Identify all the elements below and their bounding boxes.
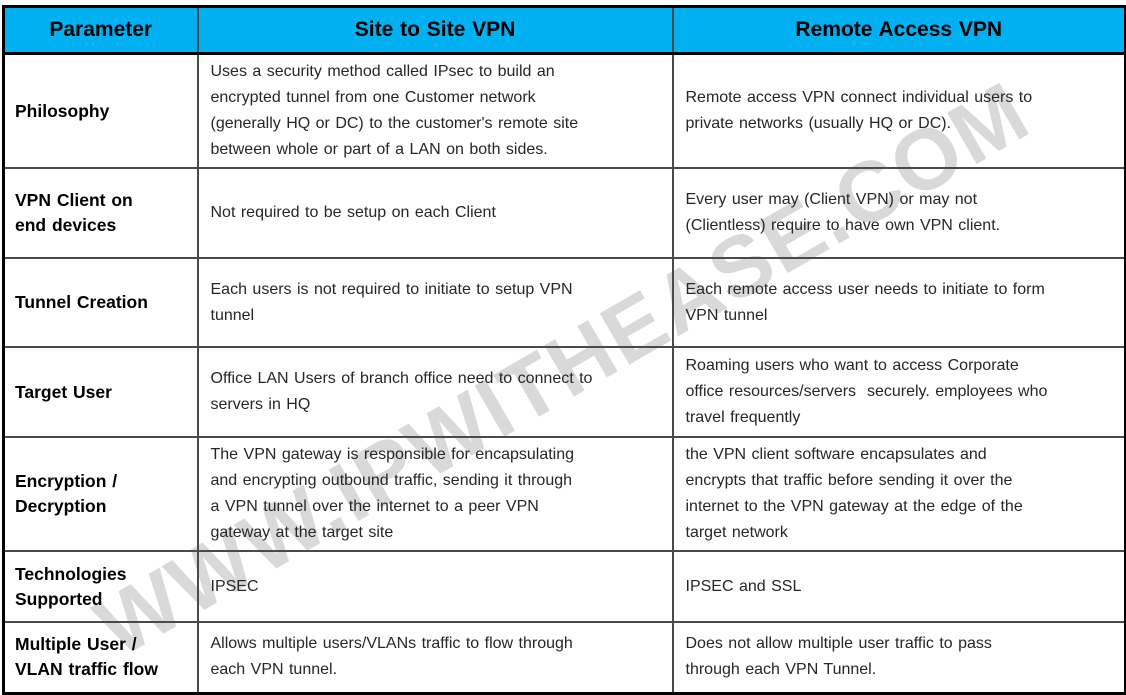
param-cell: Philosophy — [2, 52, 199, 169]
table-row-tunnel-creation: Tunnel Creation Each users is not requir… — [2, 257, 1126, 348]
param-cell: Tunnel Creation — [2, 257, 199, 348]
site-to-site-cell: Office LAN Users of branch office need t… — [196, 346, 674, 438]
table-row-multiple-user-vlan: Multiple User / VLAN traffic flow Allows… — [2, 621, 1126, 694]
table-row-philosophy: Philosophy Uses a security method called… — [2, 52, 1126, 169]
param-cell: Encryption / Decryption — [2, 436, 199, 552]
remote-access-cell: Does not allow multiple user traffic to … — [671, 621, 1126, 694]
table-row-encryption-decryption: Encryption / Decryption The VPN gateway … — [2, 436, 1126, 552]
site-to-site-cell: IPSEC — [196, 550, 674, 623]
remote-access-cell: Roaming users who want to access Corpora… — [671, 346, 1126, 438]
param-cell: Target User — [2, 346, 199, 438]
remote-access-cell: the VPN client software encapsulates and… — [671, 436, 1126, 552]
param-cell: Technologies Supported — [2, 550, 199, 623]
remote-access-cell: Remote access VPN connect individual use… — [671, 52, 1126, 169]
remote-access-cell: Every user may (Client VPN) or may not (… — [671, 167, 1126, 259]
table-row-vpn-client: VPN Client on end devices Not required t… — [2, 167, 1126, 259]
header-site-to-site-vpn: Site to Site VPN — [196, 5, 674, 55]
table-row-technologies-supported: Technologies Supported IPSEC IPSEC and S… — [2, 550, 1126, 623]
site-to-site-cell: Each users is not required to initiate t… — [196, 257, 674, 348]
header-parameter: Parameter — [2, 5, 199, 55]
site-to-site-cell: Not required to be setup on each Client — [196, 167, 674, 259]
param-cell: VPN Client on end devices — [2, 167, 199, 259]
remote-access-cell: Each remote access user needs to initiat… — [671, 257, 1126, 348]
site-to-site-cell: Allows multiple users/VLANs traffic to f… — [196, 621, 674, 694]
vpn-comparison-table: Parameter Site to Site VPN Remote Access… — [2, 5, 1126, 695]
header-remote-access-vpn: Remote Access VPN — [671, 5, 1126, 55]
param-cell: Multiple User / VLAN traffic flow — [2, 621, 199, 694]
header-row: Parameter Site to Site VPN Remote Access… — [2, 5, 1126, 55]
site-to-site-cell: Uses a security method called IPsec to b… — [196, 52, 674, 169]
table-row-target-user: Target User Office LAN Users of branch o… — [2, 346, 1126, 438]
site-to-site-cell: The VPN gateway is responsible for encap… — [196, 436, 674, 552]
remote-access-cell: IPSEC and SSL — [671, 550, 1126, 623]
